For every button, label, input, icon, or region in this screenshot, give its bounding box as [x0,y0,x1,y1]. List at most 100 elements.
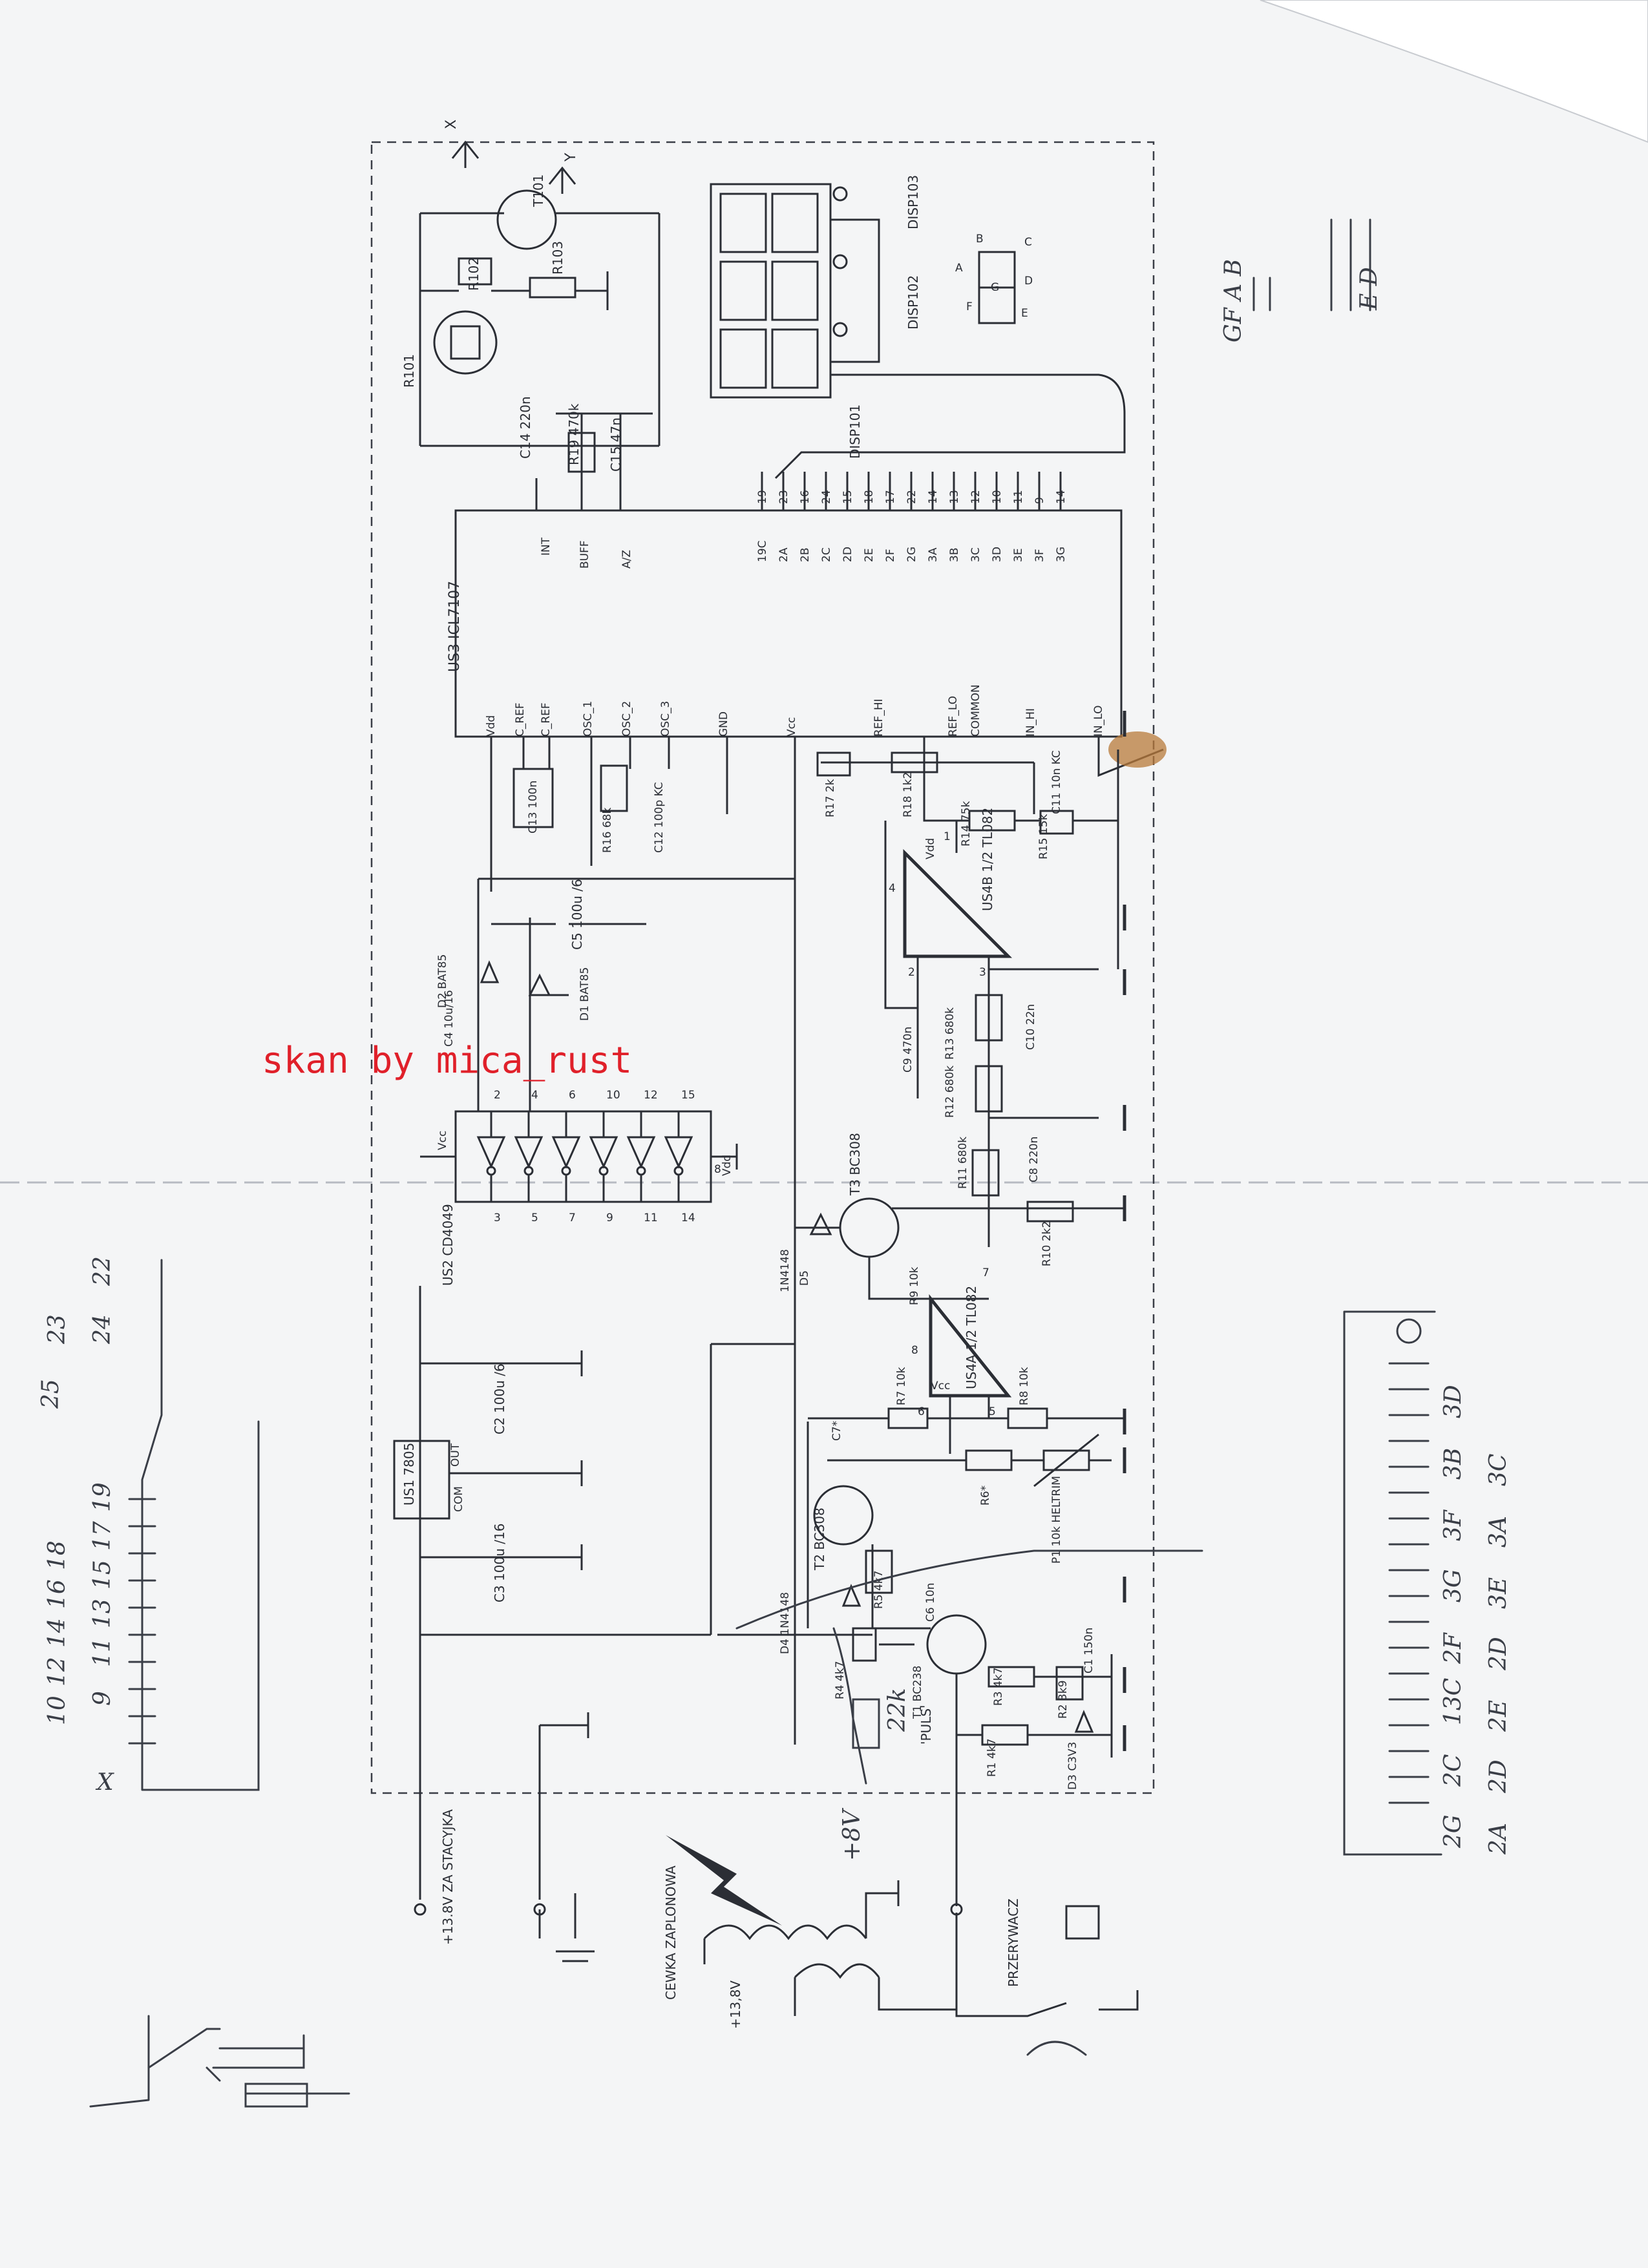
us3-seg-pin: 22 [905,490,918,504]
d1-diode [528,973,551,996]
us2-bottom-pin: 14 [681,1212,695,1224]
right-connector-label: 3F [1440,1509,1466,1541]
breaker-sketch [1026,2041,1087,2056]
pump-wiring [477,877,795,1111]
dp-dot-1 [832,186,848,202]
c13-label: C13 100n [527,781,540,834]
us4b-pin1: 1 [944,830,951,843]
d4-label: D4 1N4148 [779,1592,792,1654]
us1-com: COM [452,1486,465,1512]
pen-h9: 22 [89,1256,116,1286]
r10-label: R10 2k2 [1041,1221,1053,1266]
r103-label: R103 [550,241,565,275]
us3-seg-label: 2B [799,548,812,562]
us3-seg-pin: 24 [820,490,833,504]
disp103-label: DISP103 [905,175,921,229]
us3-seg-label: 3D [991,547,1004,562]
disp102-label: DISP102 [905,275,921,330]
r18-label: R18 1k2 [902,772,914,817]
breaker-cam-icon [1065,1905,1100,1940]
pen-h15: 19 [89,1482,116,1512]
d3-zener [1074,1710,1094,1733]
us3-pin-inlo: IN_LO [1092,706,1105,737]
us3-segment-pins: 19C192A232B162C242D152E182F172G223A143B1… [756,472,1068,562]
r15-label: R15 15k [1037,814,1050,859]
pen-h10: 9 [89,1691,116,1706]
r101-sensor-symbol [433,310,498,375]
pen-h14: 17 [89,1521,116,1551]
r18-body [891,751,938,773]
lightning-icon [666,1835,782,1926]
us2-top-pin: 4 [531,1089,538,1102]
dp-dot-2 [832,254,848,269]
us1-name: US1 7805 [401,1443,417,1506]
us3-pin-vcc: Vcc [785,717,798,737]
t2-transistor [813,1485,874,1546]
d1-text: D1 BAT85 [578,967,591,1021]
pen-h3: 14 [44,1618,70,1648]
right-connector-label: 3G [1440,1569,1466,1602]
us3-seg-label: 2F [884,549,897,562]
t1-wiring [717,1627,1113,1906]
us3-pin-osc1: OSC_1 [582,701,595,737]
us2-name: US2 CD4049 [440,1204,456,1286]
hand-drawn-trace [735,1549,1203,1630]
us4b-opamp: US4B 1/2 TL082 4 Vdd 1 2 3 [884,808,1013,1111]
us2-bottom-pin: 9 [606,1212,613,1224]
t2-label: T2 BC308 [812,1507,827,1571]
us3-seg-label: 2A [777,547,790,562]
us4a-pin8: 8 [911,1344,918,1357]
us4b-triangle [903,848,1013,958]
us3-seg-label: 3B [948,548,961,562]
disp101-digit-b [771,328,819,389]
us3-seg-pin: 15 [841,490,854,504]
us2-bottom-pin: 11 [644,1212,658,1224]
r10-body [1026,1201,1074,1223]
d2-label: D2 BAT85 [436,954,449,1008]
us3-body [454,509,1123,738]
d5-label: D5 [798,1270,811,1286]
us2-top-pin: 2 [494,1089,501,1102]
us2-vdd: Vdd [721,1155,734,1176]
t3-wiring [795,1207,1125,1454]
right-connector-label: 3B [1440,1448,1466,1480]
c6-label: C6 10n [924,1583,937,1622]
us3-seg-label: 2C [820,547,833,562]
ref-wiring [923,750,1119,969]
d1-d2-c4-c5: D2 BAT85 D1 BAT85 C4 10u/16 C5 100u /6 [436,877,795,1111]
coffee-stain [1108,731,1167,768]
r16-label: R16 68k [601,808,614,853]
right-connector-label: 3D [1440,1385,1466,1418]
r2-body [1055,1666,1084,1701]
c15-label: C15 47n [608,417,624,472]
t2-section: T2 BC308 C7* R5 4k7 R6* P1 10k HELTRIM [807,1421,1112,1628]
ground-icon [556,1893,595,1962]
pen-h5: 18 [44,1540,70,1570]
right-connector-label: 2D [1485,1637,1512,1671]
y-arrow-icon [548,166,576,194]
r8-label: R8 10k [1018,1367,1031,1405]
us3-pin-refhi: REF_HI [872,698,885,737]
pen-h7: 23 [44,1314,70,1345]
pen-h12: 13 [89,1599,116,1628]
us4a-vcc: Vcc [931,1380,950,1392]
c10-label: C10 22n [1024,1004,1037,1050]
us3-pin-vdd: Vdd [485,715,498,737]
right-connector-label: 3C [1485,1454,1512,1486]
folded-corner [1260,0,1648,143]
seg-a: A [955,262,963,275]
board-outline [370,141,1155,1794]
us3-seg-label: 3C [969,547,982,562]
pen-r-note: 22k [884,1688,911,1732]
us1-body [393,1440,450,1520]
sensor-wiring [419,212,660,447]
sensor-section: R101 R102 R103 T101 X Y [401,120,660,447]
us1-out: OUT [449,1443,462,1467]
us3-seg-pin: 13 [948,490,961,504]
r102-body [458,257,492,286]
us4a-pin7: 7 [982,1266,989,1279]
n4148-label: 1N4148 [779,1249,792,1292]
us3-seg-pin: 14 [927,490,940,504]
scan-watermark: skan by mica_rust [262,1040,632,1082]
